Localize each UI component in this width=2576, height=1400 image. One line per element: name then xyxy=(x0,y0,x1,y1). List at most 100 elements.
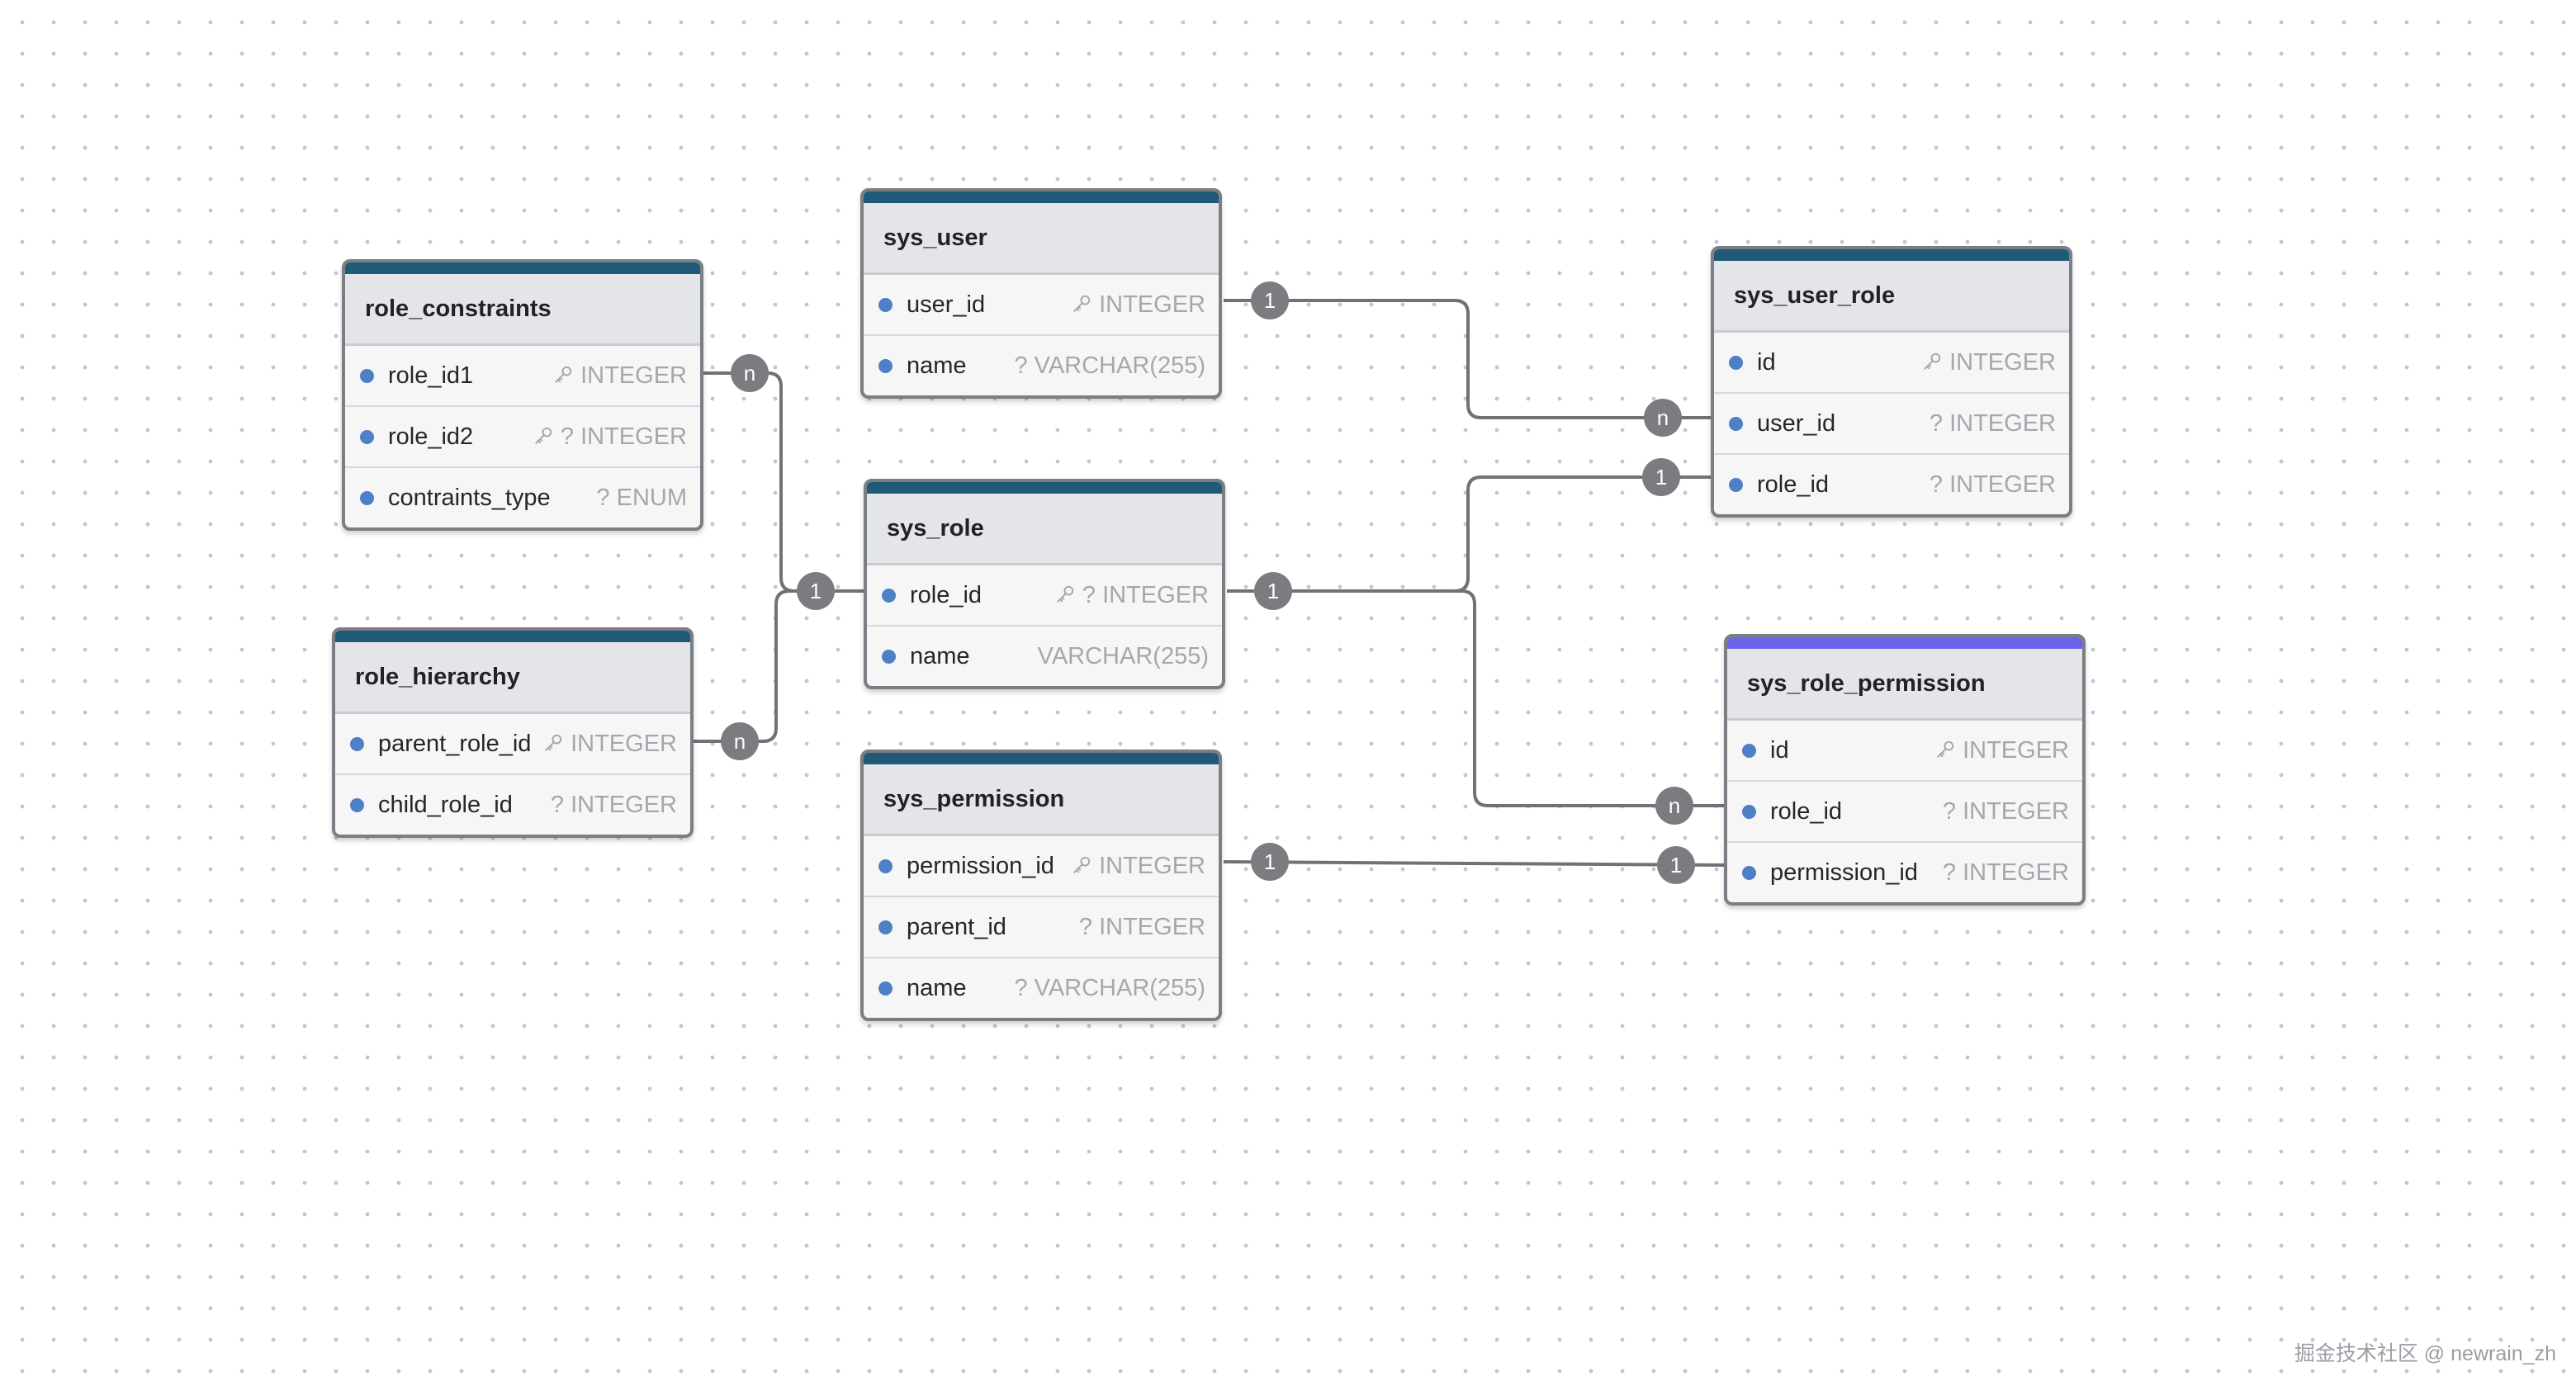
column-row[interactable]: permission_id INTEGER xyxy=(864,836,1219,896)
column-handle[interactable] xyxy=(878,859,893,873)
column-type: ? INTEGER xyxy=(1929,471,2056,498)
table-role-hierarchy[interactable]: role_hierarchy parent_role_id INTEGER ch… xyxy=(332,627,694,838)
column-name: name xyxy=(907,975,967,1001)
column-row[interactable]: role_id2 ? INTEGER xyxy=(345,405,700,466)
column-row[interactable]: parent_role_id INTEGER xyxy=(335,714,690,773)
cardinality-badge: n xyxy=(721,722,759,760)
cardinality-badge: n xyxy=(1644,399,1682,437)
column-name: name xyxy=(910,643,970,669)
column-row[interactable]: role_id ? INTEGER xyxy=(1727,780,2082,841)
column-handle[interactable] xyxy=(878,981,893,996)
column-name: name xyxy=(907,352,967,379)
cardinality-badge: 1 xyxy=(1642,458,1680,496)
column-type-cell: INTEGER xyxy=(1921,333,2056,392)
column-handle[interactable] xyxy=(882,589,896,603)
column-type: ? INTEGER xyxy=(1942,859,2069,886)
column-handle[interactable] xyxy=(360,369,374,383)
column-type: ? INTEGER xyxy=(1929,410,2056,437)
column-handle[interactable] xyxy=(882,650,896,664)
cardinality-badge: n xyxy=(731,354,769,392)
column-type: INTEGER xyxy=(1949,349,2056,376)
table-sys-user-role[interactable]: sys_user_role id INTEGER user_id ? INTEG… xyxy=(1711,246,2072,518)
edge-constraints-to-role xyxy=(703,371,864,593)
cardinality-badge: 1 xyxy=(1251,843,1289,881)
column-type: ? INTEGER xyxy=(1082,582,1209,608)
edge-role-to-user-role xyxy=(1227,475,1711,593)
key-icon xyxy=(552,364,574,385)
column-row[interactable]: contraints_type ? ENUM xyxy=(345,466,700,527)
column-row[interactable]: user_id INTEGER xyxy=(864,275,1219,334)
column-name: id xyxy=(1770,737,1789,764)
table-title: sys_role_permission xyxy=(1727,649,2082,721)
column-handle[interactable] xyxy=(878,359,893,373)
cardinality-badge: 1 xyxy=(797,572,835,610)
column-row[interactable]: role_id1 INTEGER xyxy=(345,346,700,405)
column-handle[interactable] xyxy=(1729,356,1743,370)
column-type: INTEGER xyxy=(571,731,677,757)
column-name: permission_id xyxy=(907,853,1054,879)
edge-permission-to-role-permission xyxy=(1223,860,1725,867)
column-row[interactable]: id INTEGER xyxy=(1714,333,2069,392)
column-type: VARCHAR(255) xyxy=(1037,643,1209,669)
column-handle[interactable] xyxy=(1729,417,1743,431)
table-title: sys_permission xyxy=(864,764,1219,836)
key-icon xyxy=(1071,854,1092,876)
column-type: INTEGER xyxy=(1099,291,1205,318)
column-row[interactable]: child_role_id ? INTEGER xyxy=(335,773,690,835)
column-type-cell: INTEGER xyxy=(552,346,687,405)
column-type: INTEGER xyxy=(1963,737,2069,764)
column-type-cell: INTEGER xyxy=(542,714,677,773)
table-sys-role-permission[interactable]: sys_role_permission id INTEGER role_id ?… xyxy=(1724,634,2086,906)
column-handle[interactable] xyxy=(1742,866,1756,880)
column-name: permission_id xyxy=(1770,859,1918,886)
column-row[interactable]: role_id ? INTEGER xyxy=(1714,453,2069,514)
column-handle[interactable] xyxy=(878,920,893,934)
column-row[interactable]: role_id ? INTEGER xyxy=(867,565,1222,625)
table-sys-user[interactable]: sys_user user_id INTEGER name ? VARCHAR(… xyxy=(860,188,1222,399)
edge-role-to-role-permission xyxy=(1227,589,1724,807)
column-handle[interactable] xyxy=(350,737,364,751)
column-row[interactable]: user_id ? INTEGER xyxy=(1714,392,2069,453)
table-title: sys_user xyxy=(864,203,1219,275)
table-header-bar xyxy=(1727,637,2082,649)
column-row[interactable]: name VARCHAR(255) xyxy=(867,625,1222,686)
column-type: INTEGER xyxy=(580,362,687,389)
column-type: ? INTEGER xyxy=(1942,798,2069,825)
column-handle[interactable] xyxy=(360,430,374,444)
column-row[interactable]: id INTEGER xyxy=(1727,721,2082,780)
key-icon xyxy=(533,425,554,447)
column-handle[interactable] xyxy=(1742,744,1756,758)
column-type: ? INTEGER xyxy=(560,423,687,450)
column-name: id xyxy=(1757,349,1776,376)
column-handle[interactable] xyxy=(1742,805,1756,819)
column-name: parent_role_id xyxy=(378,731,532,757)
cardinality-badge: 1 xyxy=(1657,846,1695,884)
column-row[interactable]: name ? VARCHAR(255) xyxy=(864,334,1219,395)
cardinality-badge: 1 xyxy=(1254,572,1292,610)
edge-user-to-user-role xyxy=(1224,299,1711,419)
column-name: contraints_type xyxy=(388,485,551,511)
column-type-cell: INTEGER xyxy=(1071,275,1205,334)
column-name: child_role_id xyxy=(378,792,513,818)
column-row[interactable]: permission_id ? INTEGER xyxy=(1727,841,2082,902)
column-handle[interactable] xyxy=(360,491,374,505)
column-type: ? ENUM xyxy=(596,485,687,511)
table-header-bar xyxy=(867,482,1222,494)
key-icon xyxy=(542,732,564,754)
column-name: user_id xyxy=(907,291,986,318)
column-handle[interactable] xyxy=(878,298,893,312)
column-row[interactable]: name ? VARCHAR(255) xyxy=(864,957,1219,1018)
table-title: role_hierarchy xyxy=(335,642,690,714)
watermark: 掘金技术社区 @ newrain_zh xyxy=(2294,1342,2556,1365)
column-type-cell: INTEGER xyxy=(1071,836,1205,896)
table-role-constraints[interactable]: role_constraints role_id1 INTEGER role_i… xyxy=(342,259,703,531)
column-row[interactable]: parent_id ? INTEGER xyxy=(864,896,1219,957)
column-name: role_id xyxy=(1757,471,1830,498)
table-sys-role[interactable]: sys_role role_id ? INTEGER name VARCHAR(… xyxy=(864,479,1225,689)
column-name: role_id xyxy=(910,582,983,608)
column-handle[interactable] xyxy=(1729,478,1743,492)
column-handle[interactable] xyxy=(350,798,364,812)
table-sys-permission[interactable]: sys_permission permission_id INTEGER par… xyxy=(860,750,1222,1021)
